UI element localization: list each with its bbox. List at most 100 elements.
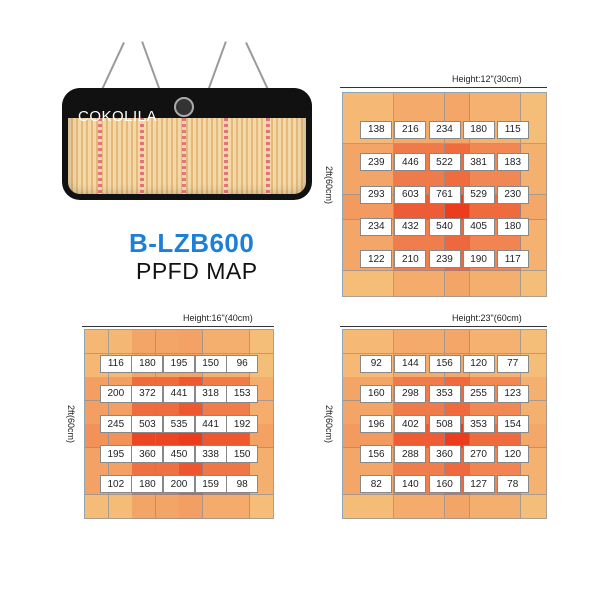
ppfd-value: 540 <box>428 217 461 236</box>
ppfd-value: 154 <box>496 415 529 433</box>
ppfd-value: 102 <box>99 475 132 494</box>
ppfd-value: 116 <box>99 354 132 373</box>
ppfd-value: 353 <box>428 384 461 403</box>
ppfd-value: 239 <box>428 250 461 269</box>
height-label: Height:12"(30cm) <box>452 74 522 84</box>
brand-logo: COKOLILA <box>78 108 158 125</box>
heat-square <box>469 270 496 297</box>
heat-square <box>419 330 445 354</box>
heat-square <box>520 93 547 119</box>
heat-square <box>520 494 547 519</box>
side-label: 2ft(60cm) <box>324 166 334 205</box>
heat-square <box>444 270 471 297</box>
ppfd-value: 200 <box>163 475 195 494</box>
heat-square <box>444 330 471 354</box>
ppfd-value: 239 <box>360 153 393 172</box>
ppfd-value: 372 <box>131 384 164 403</box>
heat-square <box>419 93 445 119</box>
side-label: 2ft(60cm) <box>66 405 76 444</box>
ppfd-value: 180 <box>131 475 164 494</box>
height-label: Height:23"(60cm) <box>452 313 522 323</box>
ppfd-value: 82 <box>360 475 393 494</box>
ppfd-value: 196 <box>360 415 393 433</box>
ppfd-value: 92 <box>360 354 393 373</box>
heat-square <box>179 494 203 519</box>
heat-square <box>85 330 109 354</box>
ppfd-value: 192 <box>226 415 259 433</box>
ppfd-value: 529 <box>462 185 495 204</box>
heat-square <box>495 270 522 297</box>
heat-square <box>108 330 133 354</box>
heat-square <box>368 494 395 519</box>
ppfd-value: 159 <box>194 475 227 494</box>
ppfd-value: 338 <box>194 445 227 464</box>
ppfd-value: 402 <box>394 415 427 433</box>
ppfd-value: 360 <box>131 445 164 464</box>
ppfd-value: 160 <box>428 475 461 494</box>
ppfd-value: 150 <box>194 354 227 373</box>
heat-square <box>343 330 369 354</box>
heat-square <box>419 494 445 519</box>
ppfd-value: 200 <box>99 384 132 403</box>
ppfd-value: 120 <box>496 445 529 464</box>
ppfd-value: 318 <box>194 384 227 403</box>
heat-square <box>249 494 274 519</box>
ppfd-value: 160 <box>360 384 393 403</box>
ppfd-value: 78 <box>496 475 529 494</box>
heat-square <box>393 93 420 119</box>
ppfd-value: 503 <box>131 415 164 433</box>
heat-square <box>202 330 227 354</box>
ppfd-value: 508 <box>428 415 461 433</box>
ppfd-value: 98 <box>226 475 259 494</box>
heat-square <box>85 494 109 519</box>
ppfd-value: 245 <box>99 415 132 433</box>
ppfd-value: 446 <box>394 153 427 172</box>
heat-square <box>520 330 547 354</box>
ppfd-value: 180 <box>496 217 529 236</box>
heat-square <box>469 93 496 119</box>
heat-square <box>179 330 203 354</box>
model-title: B-LZB600 <box>129 228 255 258</box>
ppfd-value: 180 <box>462 120 495 139</box>
heat-square <box>343 270 369 297</box>
heat-square <box>132 330 156 354</box>
side-label: 2ft(60cm) <box>324 405 334 444</box>
ppfd-value: 77 <box>496 354 529 373</box>
heat-square <box>393 330 420 354</box>
heat-square <box>226 494 250 519</box>
heat-square <box>495 494 522 519</box>
heat-square <box>155 330 180 354</box>
ppfd-value: 255 <box>462 384 495 403</box>
heat-square <box>393 270 420 297</box>
hanging-wire <box>101 42 125 90</box>
ppfd-value: 210 <box>394 250 427 269</box>
ppfd-value: 405 <box>462 217 495 236</box>
hanging-wire <box>245 42 269 90</box>
heat-square <box>495 93 522 119</box>
ppfd-value: 270 <box>462 445 495 464</box>
heat-square <box>343 93 369 119</box>
ppfd-value: 115 <box>496 120 529 139</box>
heat-square <box>495 330 522 354</box>
heat-square <box>226 330 250 354</box>
hanging-wire <box>207 41 227 91</box>
ppfd-value: 353 <box>462 415 495 433</box>
ppfd-value: 381 <box>462 153 495 172</box>
ppfd-value: 144 <box>394 354 427 373</box>
ppfd-value: 127 <box>462 475 495 494</box>
hanging-wire <box>141 41 161 91</box>
heat-square <box>368 330 395 354</box>
ppfd-value: 153 <box>226 384 259 403</box>
heat-square <box>393 494 420 519</box>
ppfd-value: 234 <box>360 217 393 236</box>
heat-square <box>469 330 496 354</box>
heat-square <box>444 494 471 519</box>
ppfd-value: 293 <box>360 185 393 204</box>
heat-square <box>520 270 547 297</box>
ppfd-value: 122 <box>360 250 393 269</box>
ppfd-value: 123 <box>496 384 529 403</box>
ppfd-value: 195 <box>99 445 132 464</box>
heat-square <box>469 494 496 519</box>
ppfd-value: 441 <box>194 415 227 433</box>
heat-square <box>444 93 471 119</box>
